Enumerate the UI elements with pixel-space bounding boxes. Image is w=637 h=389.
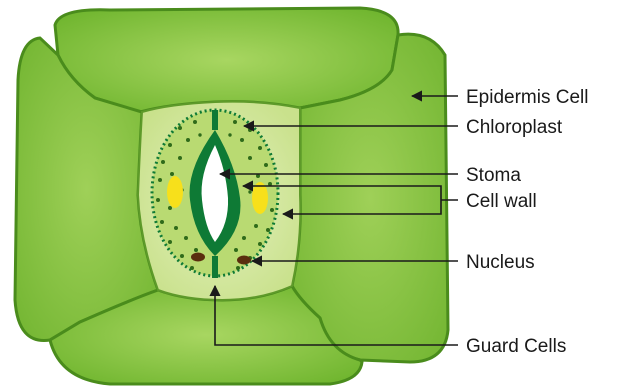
label-chloroplast: Chloroplast — [466, 117, 563, 138]
labels: Epidermis Cell Chloroplast Stoma Cell wa… — [466, 87, 588, 357]
label-epidermis-cell: Epidermis Cell — [466, 87, 588, 108]
label-stoma: Stoma — [466, 165, 521, 186]
label-guard-cells: Guard Cells — [466, 336, 566, 357]
nucleus-left — [191, 253, 205, 262]
label-nucleus: Nucleus — [466, 252, 535, 273]
epidermis-cell-top — [55, 8, 398, 112]
label-cell-wall: Cell wall — [466, 191, 537, 212]
nucleus-right — [237, 256, 251, 265]
chloroplast-yellow-left — [167, 176, 183, 208]
